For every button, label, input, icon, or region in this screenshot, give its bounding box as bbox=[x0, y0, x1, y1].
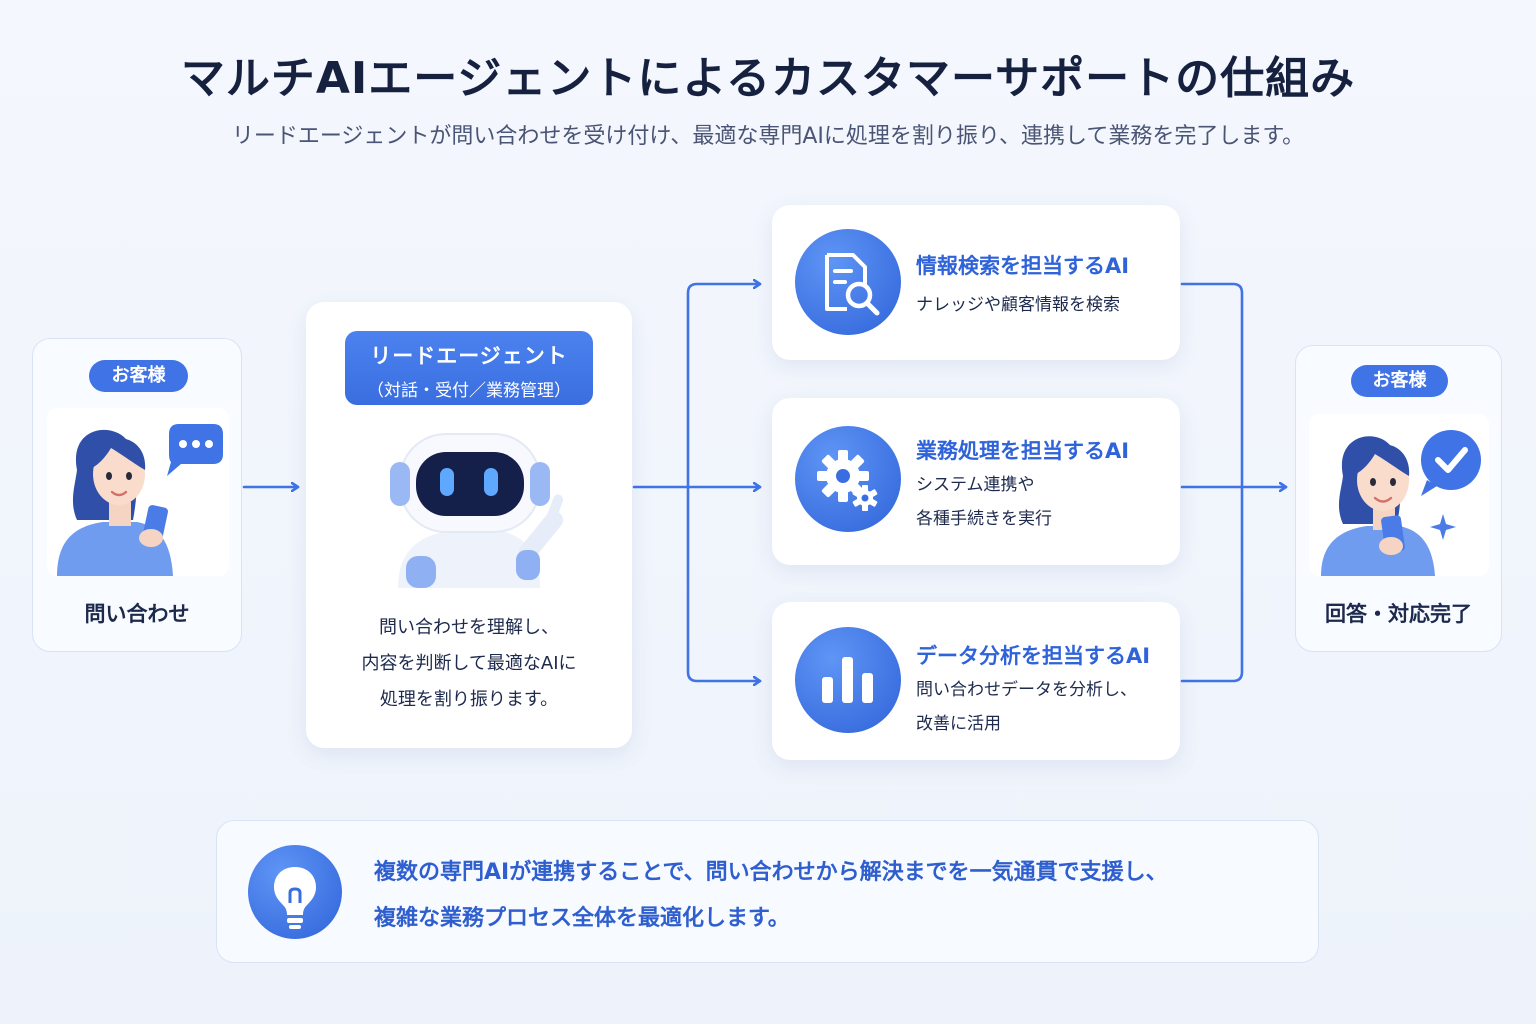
agent-desc-line: システム連携や bbox=[916, 475, 1035, 495]
agent-title-processing: 業務処理を担当するAI bbox=[916, 439, 1130, 463]
agent-desc-line: ナレッジや顧客情報を検索 bbox=[916, 295, 1120, 315]
lead-desc-line: 内容を判断して最適なAIに bbox=[361, 653, 577, 674]
robot-illustration bbox=[376, 424, 576, 588]
summary-line: 複雑な業務プロセス全体を最適化します。 bbox=[374, 906, 790, 931]
agent-desc-search: ナレッジや顧客情報を検索 bbox=[916, 288, 1120, 322]
gear-icon bbox=[795, 426, 901, 532]
customer-resolved-label: 回答・対応完了 bbox=[1325, 602, 1472, 626]
summary-card bbox=[216, 820, 1319, 963]
lead-desc-line: 処理を割り振ります。 bbox=[379, 689, 559, 710]
customer-inquiry-label: 問い合わせ bbox=[84, 602, 190, 626]
arrow-branch-to-search bbox=[686, 284, 762, 489]
lead-agent-description: 問い合わせを理解し、 内容を判断して最適なAIに 処理を割り振ります。 bbox=[306, 610, 632, 718]
customer-resolved-illustration bbox=[1309, 414, 1489, 576]
agent-desc-processing: システム連携や 各種手続きを実行 bbox=[916, 468, 1052, 536]
agent-title-search: 情報検索を担当するAI bbox=[916, 254, 1130, 278]
customer-badge: お客様 bbox=[1351, 365, 1448, 397]
summary-text: 複数の専門AIが連携することで、問い合わせから解決までを一気通貫で支援し、 複雑… bbox=[374, 850, 1294, 942]
lead-agent-title: リードエージェント bbox=[370, 344, 568, 368]
lightbulb-icon bbox=[248, 845, 342, 939]
arrow-branch-to-analysis bbox=[686, 485, 762, 681]
lead-agent-subtitle: （対話・受付／業務管理） bbox=[367, 381, 571, 401]
lead-desc-line: 問い合わせを理解し、 bbox=[379, 617, 559, 638]
lead-agent-badge: リードエージェント （対話・受付／業務管理） bbox=[345, 331, 593, 405]
page-title: マルチAIエージェントによるカスタマーサポートの仕組み bbox=[180, 53, 1356, 104]
summary-line: 複数の専門AIが連携することで、問い合わせから解決までを一気通貫で支援し、 bbox=[374, 860, 1168, 885]
merge-line-bottom bbox=[1180, 485, 1244, 683]
document-search-icon bbox=[795, 229, 901, 335]
page-subtitle: リードエージェントが問い合わせを受け付け、最適な専門AIに処理を割り振り、連携し… bbox=[231, 124, 1305, 149]
customer-inquiry-illustration bbox=[47, 408, 229, 576]
agent-title-analysis: データ分析を担当するAI bbox=[916, 644, 1151, 668]
merge-line-top bbox=[1180, 282, 1244, 489]
customer-badge: お客様 bbox=[89, 360, 188, 392]
agent-desc-line: 問い合わせデータを分析し、 bbox=[916, 680, 1137, 700]
agent-desc-analysis: 問い合わせデータを分析し、 改善に活用 bbox=[916, 673, 1137, 741]
agent-desc-line: 各種手続きを実行 bbox=[916, 509, 1052, 529]
agent-desc-line: 改善に活用 bbox=[916, 714, 1001, 734]
bar-chart-icon bbox=[795, 627, 901, 733]
